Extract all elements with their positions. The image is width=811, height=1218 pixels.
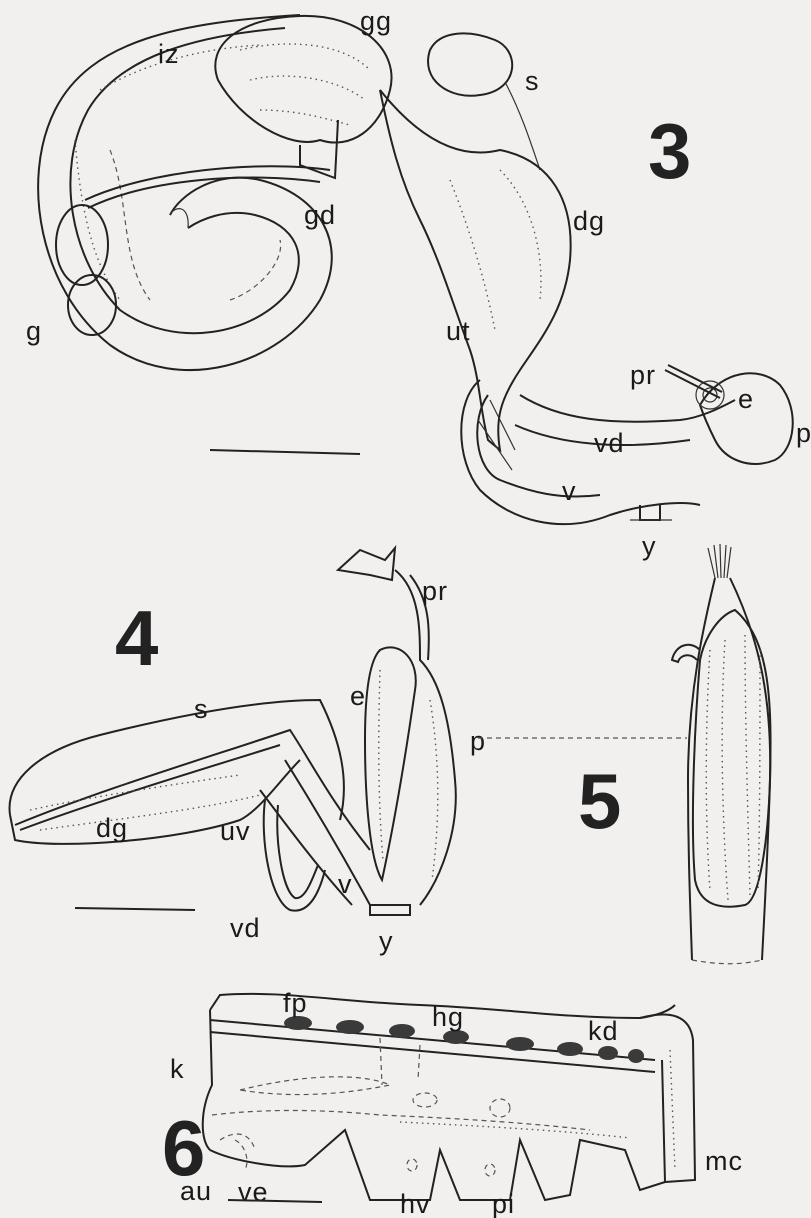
- label-y: y: [642, 531, 657, 561]
- label-e: e: [738, 384, 754, 414]
- fig4-number: 4: [115, 594, 158, 682]
- label-vd: vd: [594, 428, 625, 458]
- label-s: s: [525, 66, 540, 96]
- label-pr-4: pr: [422, 576, 448, 606]
- label-v: v: [562, 476, 577, 506]
- label-vd-4: vd: [230, 913, 261, 943]
- spermoviduct: [380, 90, 571, 450]
- label-fp: fp: [283, 988, 308, 1018]
- fig3-number: 3: [648, 107, 691, 195]
- label-pi: pi: [492, 1189, 515, 1218]
- label-s-4: s: [194, 694, 209, 724]
- label-hv: hv: [400, 1189, 431, 1218]
- label-p-4: p: [470, 726, 486, 756]
- label-uv-4: uv: [220, 816, 251, 846]
- label-p: p: [796, 418, 811, 448]
- label-kd: kd: [588, 1016, 619, 1046]
- label-iz: iz: [158, 39, 180, 69]
- label-mc: mc: [705, 1146, 743, 1176]
- label-au: au: [180, 1176, 212, 1206]
- label-k: k: [170, 1054, 185, 1084]
- label-pr: pr: [630, 360, 656, 390]
- label-y-4: y: [379, 926, 394, 956]
- scale-bar-3: [210, 450, 360, 454]
- figure-6: 6 fp hg kd k au ve mc hv pi: [162, 988, 743, 1218]
- label-dg-4: dg: [96, 813, 128, 843]
- label-v-4: v: [338, 869, 353, 899]
- fig5-number: 5: [578, 757, 621, 845]
- label-ve: ve: [238, 1177, 269, 1207]
- label-gg: gg: [360, 6, 392, 36]
- scale-bar-4: [75, 908, 195, 910]
- label-e-4: e: [350, 681, 366, 711]
- label-g: g: [26, 316, 42, 346]
- label-hg: hg: [432, 1002, 464, 1032]
- spiral-outer: [38, 15, 332, 370]
- label-dg: dg: [573, 206, 605, 236]
- figure-5: 5: [578, 544, 771, 964]
- label-ut: ut: [446, 316, 471, 346]
- figure-3: 3 iz gg s gd dg g ut pr e vd p v y: [26, 6, 811, 561]
- figure-4: 4 pr e s p dg uv v vd y: [10, 548, 687, 956]
- label-gd: gd: [304, 200, 336, 230]
